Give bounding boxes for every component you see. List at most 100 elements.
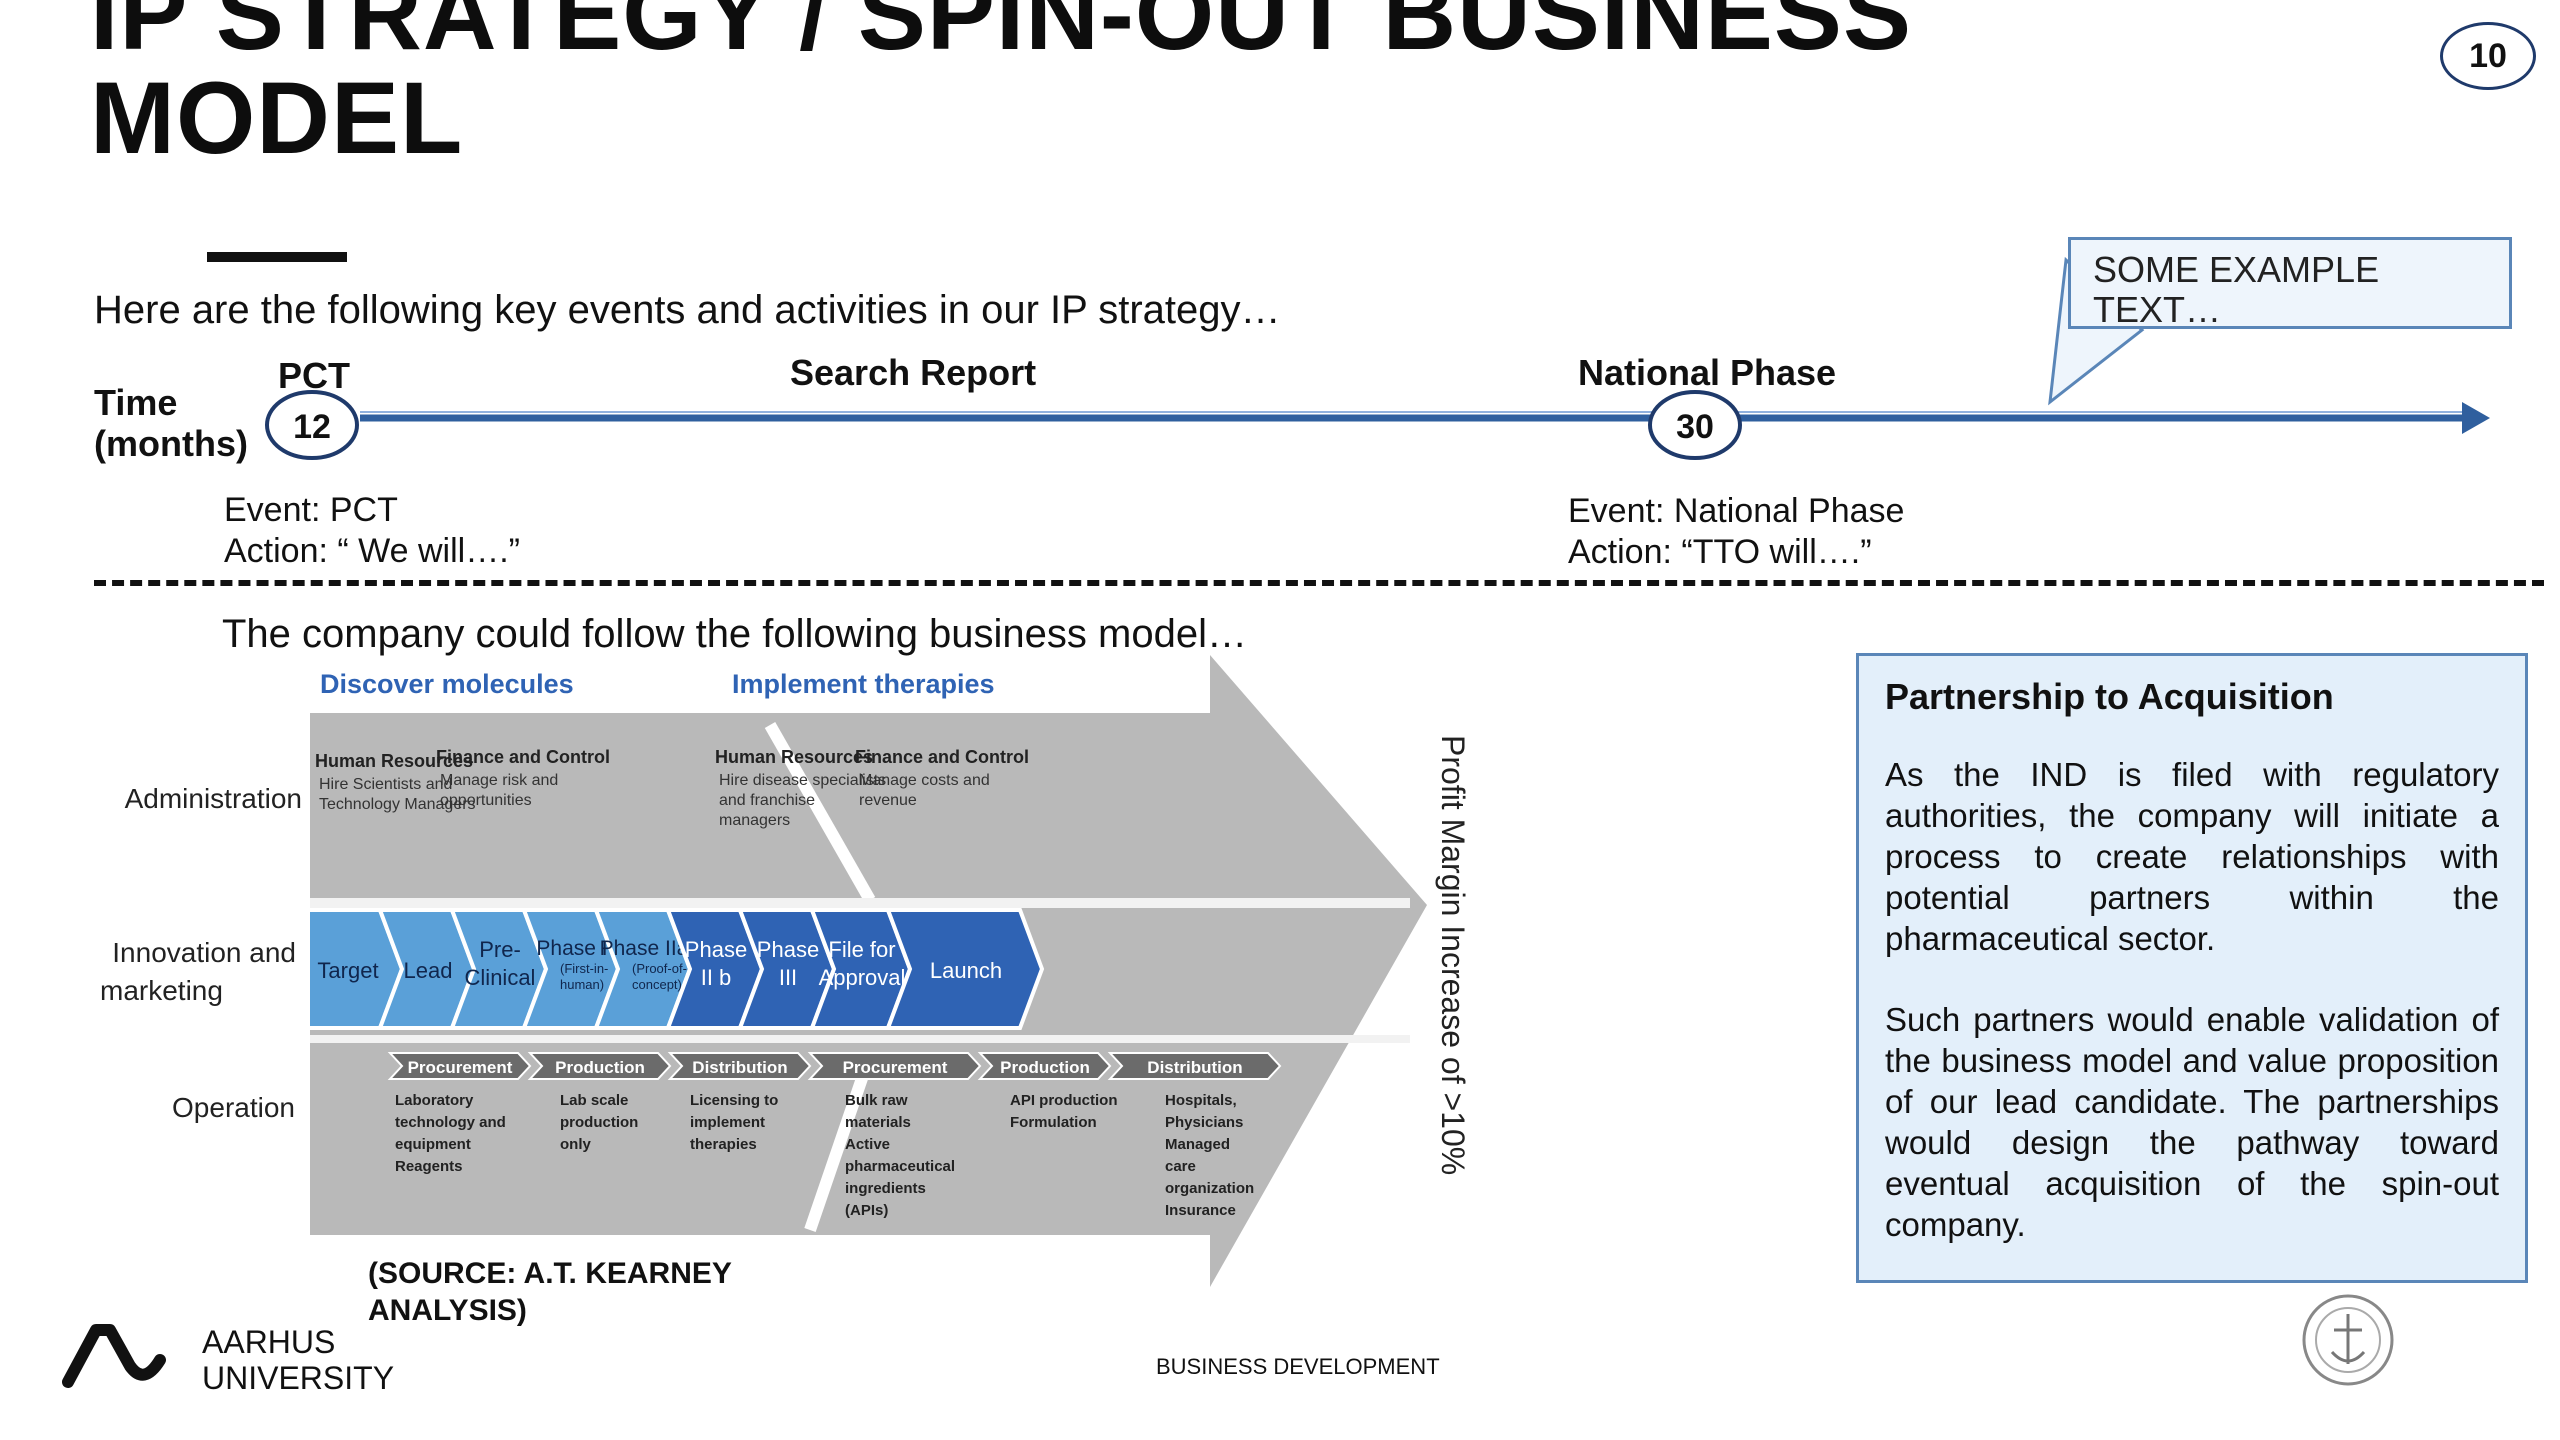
header-implement: Implement therapies (732, 669, 995, 699)
partnership-box: Partnership to Acquisition As the IND is… (1856, 653, 2528, 1283)
operation-item: (APIs) (845, 1202, 888, 1219)
stage-label: Target (317, 958, 378, 983)
event-national-action: Action: “TTO will….” (1568, 533, 1872, 571)
admin-block-line: Hire Scientists and (319, 776, 452, 793)
admin-block-line: Manage risk and (440, 772, 558, 789)
section-divider (94, 580, 2544, 586)
university-name: AARHUS UNIVERSITY (202, 1324, 395, 1396)
stage-chevron (885, 908, 1045, 1030)
operation-item: pharmaceutical (845, 1158, 955, 1175)
operation-item: Laboratory (395, 1092, 474, 1109)
operation-item: Hospitals, (1165, 1092, 1237, 1109)
operation-tab (1107, 1052, 1282, 1080)
operation-item: care (1165, 1158, 1196, 1175)
row-label-marketing: marketing (100, 975, 223, 1006)
timeline (265, 256, 2490, 460)
operation-item: implement (690, 1114, 765, 1131)
admin-block-line: Hire disease specialists (719, 772, 886, 789)
operation-item: Reagents (395, 1158, 463, 1175)
page-number-badge: 10 (2440, 22, 2536, 90)
milestone-pct-months: 12 (293, 408, 331, 446)
aarhus-university-logo-icon (62, 1324, 166, 1388)
stage-label: Phase (757, 937, 819, 962)
stage-label: II b (701, 965, 732, 990)
admin-block-line: managers (719, 812, 790, 829)
milestone-national-phase-label: National Phase (1578, 352, 1837, 393)
milestone-pct-label: PCT (278, 355, 350, 396)
intro-text: Here are the following key events and ac… (94, 288, 1281, 332)
milestone-national-circle (1648, 390, 1742, 460)
stage-label: Pre- (479, 937, 521, 962)
milestone-pct-circle (265, 390, 359, 460)
slide-title-line2: MODEL (90, 61, 464, 175)
operation-item: ingredients (845, 1180, 926, 1197)
milestone-national-months: 30 (1676, 408, 1714, 446)
example-callout: SOME EXAMPLE TEXT… (2068, 237, 2512, 330)
operation-item: Active (845, 1136, 890, 1153)
footer-text: BUSINESS DEVELOPMENT (1156, 1354, 1440, 1379)
operation-items: Laboratory technology and equipmentReagent… (395, 1092, 1254, 1219)
operation-item: Bulk raw (845, 1092, 908, 1109)
operation-item: only (560, 1136, 591, 1153)
operation-item: production (560, 1114, 638, 1131)
business-model-intro: The company could follow the following b… (222, 612, 1247, 656)
admin-block-line: revenue (859, 792, 917, 809)
value-chain-chart: Discover molecules Implement therapies A… (100, 655, 1471, 1287)
stage-label: Launch (930, 958, 1002, 983)
operation-item: equipment (395, 1136, 471, 1153)
time-axis-label: Time (months) (94, 382, 248, 464)
operation-item: Licensing to (690, 1092, 778, 1109)
partnership-paragraph-1: As the IND is filed with regulatory auth… (1885, 756, 2499, 957)
stage-sublabel: (First-in- (560, 961, 608, 976)
operation-tab-label: Procurement (843, 1058, 948, 1077)
event-national-event: Event: National Phase (1568, 492, 1905, 530)
milestone-search-report-label: Search Report (790, 352, 1037, 393)
slide-title: IP STRATEGY / SPIN-OUT BUSINESS MODEL (90, 0, 1912, 170)
row-label-administration: Administration (125, 783, 302, 814)
operation-tab (667, 1052, 812, 1080)
stage-label: Clinical (465, 965, 536, 990)
admin-block-line: Manage costs and (859, 772, 990, 789)
operation-item: Insurance (1165, 1202, 1236, 1219)
university-seal-icon (2302, 1294, 2394, 1386)
profit-margin-label: Profit Margin Increase of >10% (1435, 735, 1471, 1175)
slide-title-line1: IP STRATEGY / SPIN-OUT BUSINESS (90, 0, 1912, 71)
operation-item: Lab scale (560, 1092, 628, 1109)
timeline-arrowhead (2462, 402, 2490, 434)
stage-label: Phase IIa (600, 937, 689, 960)
stage-sublabel: human) (560, 977, 604, 992)
admin-block-line: Technology Managers (319, 796, 476, 813)
operation-tab-label: Production (555, 1058, 645, 1077)
operation-tab-label: Distribution (692, 1058, 787, 1077)
operation-tab-label: Procurement (408, 1058, 513, 1077)
operation-item: organization (1165, 1180, 1254, 1197)
row-label-operation: Operation (172, 1092, 295, 1123)
header-discover: Discover molecules (320, 669, 574, 699)
admin-block-title: Finance and Control (855, 747, 1029, 767)
partnership-paragraph-2: Such partners would enable validation of… (1885, 1001, 2499, 1243)
event-pct: Event: PCT Action: “ We will….” (224, 490, 520, 572)
operation-tab-label: Production (1000, 1058, 1090, 1077)
event-national-phase: Event: National Phase Action: “TTO will…… (1568, 491, 1904, 573)
event-pct-event: Event: PCT (224, 491, 398, 529)
title-underline (207, 252, 347, 262)
operation-tab (807, 1052, 982, 1080)
operation-tab-label: Distribution (1147, 1058, 1242, 1077)
operation-item: technology and (395, 1114, 506, 1131)
stage-sublabel: (Proof-of- (632, 961, 687, 976)
operation-item: therapies (690, 1136, 757, 1153)
stage-label: Approval (819, 965, 906, 990)
operation-item: Physicians (1165, 1114, 1243, 1131)
admin-block-line: and franchise (719, 792, 815, 809)
partnership-title: Partnership to Acquisition (1885, 676, 2334, 717)
admin-block-line: opportunities (440, 792, 532, 809)
stage-label: File for (828, 937, 895, 962)
operation-item: API production (1010, 1092, 1118, 1109)
admin-block-title: Human Resources (715, 747, 873, 767)
operation-item: Formulation (1010, 1114, 1097, 1131)
admin-block-title: Human Resources (315, 751, 473, 771)
admin-block-title: Finance and Control (436, 747, 610, 767)
operation-item: materials (845, 1114, 911, 1131)
stage-label: Lead (404, 958, 453, 983)
operation-item: Managed (1165, 1136, 1230, 1153)
